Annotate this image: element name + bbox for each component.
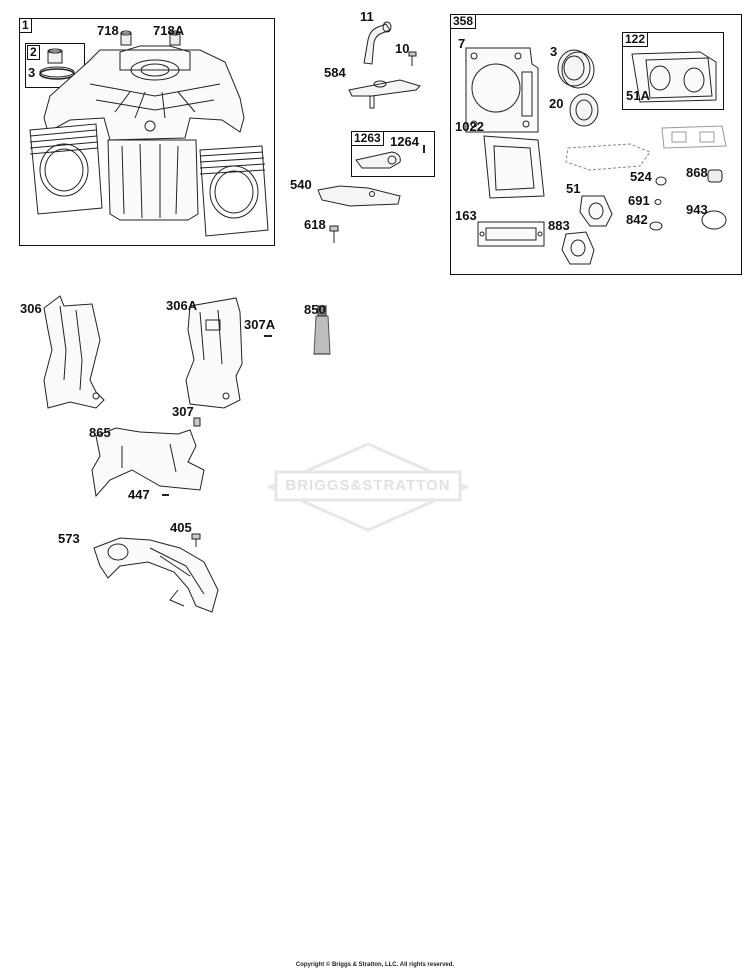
bracket-584 xyxy=(348,79,421,109)
part-label-405: 405 xyxy=(170,520,192,535)
part-label-850: 850 xyxy=(304,302,326,317)
part-label-20: 20 xyxy=(549,96,564,111)
part-label-691: 691 xyxy=(628,193,650,208)
gasket-883 xyxy=(561,231,595,265)
ring-part xyxy=(39,66,75,80)
oring-943 xyxy=(701,210,727,230)
part-label-573: 573 xyxy=(58,531,80,546)
watermark-text: BRIGGS&STRATTON xyxy=(285,477,451,494)
baffle-573 xyxy=(93,537,219,613)
gasket-1022 xyxy=(483,135,545,199)
part-label-584: 584 xyxy=(324,65,346,80)
group-frame-122 xyxy=(622,32,724,110)
part-label-3-seal: 3 xyxy=(550,44,558,59)
part-label-524: 524 xyxy=(630,169,652,184)
gasket-set-122 xyxy=(631,51,717,103)
part-label-943: 943 xyxy=(686,202,708,217)
watermark-logo xyxy=(266,442,470,532)
part-label-868: 868 xyxy=(686,165,708,180)
part-label-51: 51 xyxy=(566,181,581,196)
head-gasket-7 xyxy=(465,47,539,133)
group-frame-358 xyxy=(450,14,742,275)
oring-524 xyxy=(655,176,667,186)
baffle-865 xyxy=(91,427,205,498)
part-label-307: 307 xyxy=(172,404,194,419)
seal-3 xyxy=(557,49,595,89)
part-label-718: 718 xyxy=(97,23,119,38)
gasket-540 xyxy=(317,185,401,207)
dipstick-tube xyxy=(363,21,392,65)
part-label-1264: 1264 xyxy=(390,134,419,149)
screw-10 xyxy=(408,51,417,66)
plug-868 xyxy=(707,169,723,183)
group-label-1263: 1263 xyxy=(351,131,384,146)
part-label-842: 842 xyxy=(626,212,648,227)
washer-691 xyxy=(654,199,662,205)
part-label-618: 618 xyxy=(304,217,326,232)
group-frame-1 xyxy=(19,18,275,246)
part-label-3-ring: 3 xyxy=(28,65,36,80)
group-label-2: 2 xyxy=(27,45,40,60)
group-label-122: 122 xyxy=(622,32,649,47)
group-frame-1263 xyxy=(351,131,435,177)
copyright-notice: Copyright © Briggs & Stratton, LLC. All … xyxy=(295,962,455,968)
gasket-chain xyxy=(565,143,651,171)
part-label-307a: 307A xyxy=(244,317,276,332)
lever-1263 xyxy=(355,145,425,169)
part-label-1022: 1022 xyxy=(455,119,484,134)
screw-618 xyxy=(329,225,339,243)
screw-405 xyxy=(191,533,201,547)
part-label-163: 163 xyxy=(455,208,477,223)
group-label-358: 358 xyxy=(450,14,477,29)
part-label-306: 306 xyxy=(20,301,42,316)
part-label-865: 865 xyxy=(89,425,111,440)
screw-307 xyxy=(193,417,201,427)
part-label-11: 11 xyxy=(360,9,374,24)
shroud-306 xyxy=(43,295,105,409)
group-label-1: 1 xyxy=(19,18,32,33)
oring-842 xyxy=(649,221,663,231)
part-label-51a: 51A xyxy=(626,88,650,103)
dowel-pins xyxy=(120,30,181,46)
part-label-447: 447 xyxy=(128,487,150,502)
gasket-163 xyxy=(477,221,545,247)
sealant-tube xyxy=(313,305,331,355)
gasket-51 xyxy=(579,195,613,227)
gasket-pair xyxy=(661,125,727,149)
part-label-718a: 718A xyxy=(153,23,185,38)
shroud-306a xyxy=(185,297,243,409)
seal-20 xyxy=(569,93,599,127)
part-label-306a: 306A xyxy=(166,298,198,313)
part-label-883: 883 xyxy=(548,218,570,233)
part-label-7: 7 xyxy=(458,36,466,51)
part-label-10: 10 xyxy=(395,41,410,56)
cylinder-block xyxy=(29,45,269,237)
part-label-540: 540 xyxy=(290,177,312,192)
sleeve-part xyxy=(47,48,63,64)
